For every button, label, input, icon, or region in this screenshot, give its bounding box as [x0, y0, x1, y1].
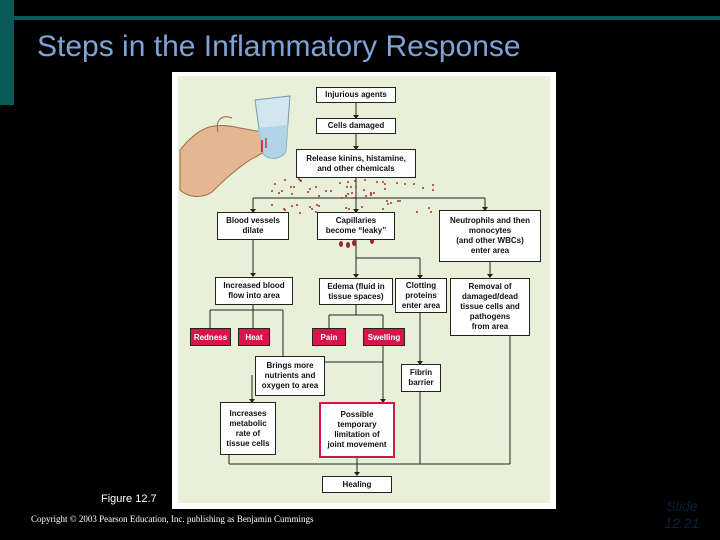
- chemical-particle: [316, 204, 318, 206]
- copyright-notice: Copyright © 2003 Pearson Education, Inc.…: [31, 514, 314, 524]
- chemical-particle: [355, 186, 357, 188]
- chemical-particle: [384, 183, 386, 185]
- chemical-particle: [353, 197, 355, 199]
- chemical-particle: [345, 207, 347, 209]
- capillaries-leaky-box: Capillaries become “leaky”: [317, 212, 395, 240]
- slide-number-value: 12.21: [664, 515, 700, 531]
- clotting-box: Clotting proteins enter area: [395, 278, 447, 313]
- chemical-particle: [428, 207, 430, 209]
- chemical-particle: [311, 208, 313, 210]
- chemical-particle: [299, 179, 301, 181]
- chemical-particle: [284, 209, 286, 211]
- chemical-particle: [373, 192, 375, 194]
- chemical-particle: [382, 181, 384, 183]
- chemical-particle: [325, 190, 327, 192]
- chemical-particle: [351, 192, 353, 194]
- chemical-particle: [339, 182, 341, 184]
- neutrophils-box: Neutrophils and then monocytes (and othe…: [439, 210, 541, 262]
- chemical-particle: [318, 195, 320, 197]
- chemical-particle: [284, 179, 286, 181]
- chemical-particle: [365, 195, 367, 197]
- chemical-particle: [370, 194, 372, 196]
- chemical-particle: [347, 193, 349, 195]
- release-chemicals-box: Release kinins, histamine, and other che…: [296, 149, 416, 178]
- edema-box: Edema (fluid in tissue spaces): [319, 278, 393, 305]
- chemical-particle: [271, 190, 273, 192]
- chemical-particle: [397, 200, 399, 202]
- slide-title: Steps in the Inflammatory Response: [37, 30, 521, 63]
- heat-box: Heat: [238, 328, 270, 346]
- chemical-particle: [296, 204, 298, 206]
- chemical-particle: [350, 186, 352, 188]
- increased-flow-box: Increased blood flow into area: [215, 277, 293, 305]
- chemical-particle: [364, 179, 366, 181]
- chemical-particle: [291, 193, 293, 195]
- chemical-particle: [330, 190, 332, 192]
- chemical-particle: [315, 186, 317, 188]
- chemical-particle: [399, 200, 401, 202]
- chemical-particle: [348, 208, 350, 210]
- chemical-particle: [404, 183, 406, 185]
- redness-box: Redness: [190, 328, 231, 346]
- chemical-particle: [384, 188, 386, 190]
- chemical-particle: [430, 211, 432, 213]
- chemical-particle: [347, 181, 349, 183]
- cells-damaged-box: Cells damaged: [316, 118, 396, 134]
- chemical-particle: [432, 189, 434, 191]
- fibrin-box: Fibrin barrier: [401, 364, 441, 392]
- chemical-particle: [387, 203, 389, 205]
- chemical-particle: [274, 183, 276, 185]
- chemical-particle: [422, 187, 424, 189]
- limitation-box: Possible temporary limitation of joint m…: [319, 402, 395, 458]
- top-rule: [14, 16, 720, 20]
- chemical-particle: [299, 212, 301, 214]
- chemical-particle: [281, 190, 283, 192]
- chemical-particle: [386, 200, 388, 202]
- metabolic-box: Increases metabolic rate of tissue cells: [220, 402, 276, 455]
- removal-box: Removal of damaged/dead tissue cells and…: [450, 278, 530, 336]
- chemical-particle: [345, 195, 347, 197]
- chemical-particle: [361, 206, 363, 208]
- chemical-particle: [354, 180, 356, 182]
- chemical-particle: [416, 211, 418, 213]
- chemical-particle: [298, 178, 300, 180]
- chemical-particle: [307, 191, 309, 193]
- chemical-particle: [271, 204, 273, 206]
- nutrients-box: Brings more nutrients and oxygen to area: [255, 356, 325, 396]
- injurious-agents-box: Injurious agents: [316, 87, 396, 103]
- chemical-particle: [290, 186, 292, 188]
- slide-number: Slide 12.21: [652, 498, 712, 532]
- chemical-particle: [300, 180, 302, 182]
- chemical-particle: [293, 186, 295, 188]
- chemical-particle: [341, 197, 343, 199]
- accent-bar: [0, 0, 14, 105]
- healing-box: Healing: [322, 476, 392, 493]
- swelling-box: Swelling: [363, 328, 405, 346]
- chemical-particle: [376, 181, 378, 183]
- chemical-particle: [346, 186, 348, 188]
- chemical-particle: [382, 208, 384, 210]
- chemical-particle: [315, 211, 317, 213]
- chemical-particle: [396, 182, 398, 184]
- chemical-particle: [309, 206, 311, 208]
- chemical-particle: [309, 188, 311, 190]
- chemical-particle: [318, 205, 320, 207]
- chemical-particle: [291, 205, 293, 207]
- chemical-particle: [278, 192, 280, 194]
- chemical-particle: [390, 202, 392, 204]
- chemical-particle: [413, 183, 415, 185]
- chemical-particle: [363, 189, 365, 191]
- figure-caption: Figure 12.7: [101, 493, 157, 505]
- chemical-particle: [432, 184, 434, 186]
- vessels-dilate-box: Blood vessels dilate: [217, 212, 289, 240]
- slide-label: Slide: [666, 498, 698, 514]
- pain-box: Pain: [312, 328, 346, 346]
